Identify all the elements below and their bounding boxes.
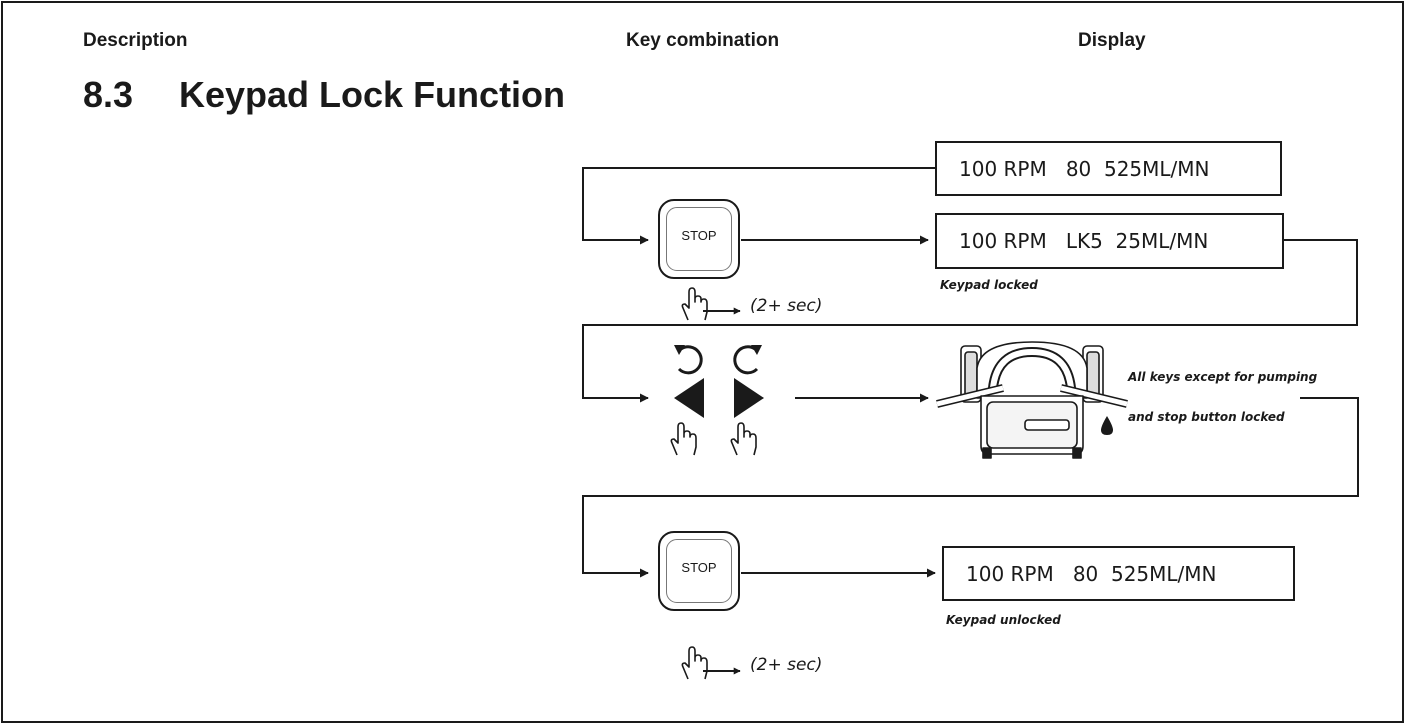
arrow-right-icon[interactable] (732, 376, 766, 420)
note-keypad-unlocked: Keypad unlocked (946, 613, 1061, 627)
stop-key-unlock[interactable]: STOP (658, 531, 740, 611)
header-key-combination: Key combination (626, 30, 780, 51)
note-pumping-line1: All keys except for pumping (1128, 370, 1318, 384)
display-locked: 100 RPM LK5 25ML/MN (935, 213, 1284, 269)
hold-time-lock: (2+ sec) (750, 296, 823, 316)
hand-press-icon (730, 422, 757, 456)
display-unlocked: 100 RPM 80 525ML/MN (942, 546, 1295, 601)
stop-key-label: STOP (681, 228, 717, 243)
pump-head-icon (936, 341, 1128, 459)
flow-line-2 (582, 239, 1358, 403)
header-description: Description (83, 30, 188, 51)
hand-press-icon (681, 646, 708, 680)
stop-key-lock[interactable]: STOP (658, 199, 740, 279)
display-initial: 100 RPM 80 525ML/MN (935, 141, 1282, 196)
stop-key-inner (666, 207, 732, 271)
flow-line-3 (582, 397, 1359, 578)
header-display: Display (1078, 30, 1146, 51)
drop-icon (1101, 416, 1113, 435)
hand-press-icon (681, 287, 708, 321)
hold-time-unlock: (2+ sec) (750, 655, 823, 675)
rotate-ccw-icon[interactable] (671, 342, 709, 378)
stop-key-label: STOP (681, 560, 717, 575)
section-number: 8.3 (83, 74, 134, 115)
arrow-left-icon[interactable] (672, 376, 706, 420)
note-pumping-line2: and stop button locked (1128, 410, 1285, 424)
section-title: Keypad Lock Function (179, 74, 566, 115)
stop-key-inner (666, 539, 732, 603)
flow-line-1 (582, 167, 936, 245)
rotate-cw-icon[interactable] (727, 342, 765, 378)
note-keypad-locked: Keypad locked (940, 278, 1038, 292)
hand-press-icon (670, 422, 697, 456)
section-heading: 8.3 Keypad Lock Function (83, 74, 565, 116)
